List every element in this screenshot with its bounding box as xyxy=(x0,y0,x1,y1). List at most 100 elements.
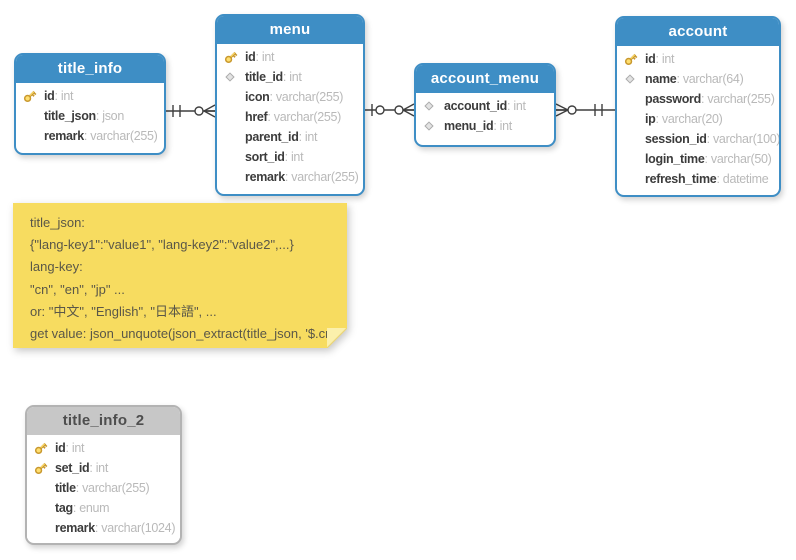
field-row[interactable]: titlevarchar(255) xyxy=(27,478,180,498)
primary-key-icon xyxy=(34,441,55,455)
field-name: ip xyxy=(645,112,656,126)
table-menu[interactable]: menu idint title_idint iconvarchar(255) … xyxy=(215,14,365,196)
field-name: id xyxy=(645,52,656,66)
field-type: enum xyxy=(73,501,109,515)
table-body: idint set_idint titlevarchar(255) tagenu… xyxy=(27,435,180,538)
primary-key-icon xyxy=(624,52,645,66)
field-type: varchar(20) xyxy=(656,112,723,126)
field-type: int xyxy=(66,441,85,455)
field-row[interactable]: refresh_timedatetime xyxy=(617,169,779,189)
field-row[interactable]: session_idvarchar(100) xyxy=(617,129,779,149)
field-name: id xyxy=(44,89,55,103)
field-type: varchar(255) xyxy=(285,170,359,184)
note-line: or: "中文", "English", "日本語", ... xyxy=(30,303,217,319)
field-row[interactable]: tagenum xyxy=(27,498,180,518)
field-row[interactable]: login_timevarchar(50) xyxy=(617,149,779,169)
field-name: tag xyxy=(55,501,73,515)
field-name: remark xyxy=(44,129,84,143)
connector-menu-account_menu[interactable] xyxy=(365,103,415,117)
note-line: get value: json_unquote(json_extract(tit… xyxy=(30,326,340,342)
sticky-note-body: title_json: {"lang-key1":"value1", "lang… xyxy=(13,203,347,348)
field-row[interactable]: title_jsonjson xyxy=(16,106,164,126)
field-type: int xyxy=(285,150,304,164)
field-row[interactable]: remarkvarchar(255) xyxy=(16,126,164,146)
field-type: int xyxy=(283,70,302,84)
connector-account_menu-account[interactable] xyxy=(555,103,615,117)
table-title[interactable]: account_menu xyxy=(416,65,554,93)
field-row[interactable]: idint xyxy=(217,47,363,67)
field-type: varchar(50) xyxy=(705,152,772,166)
field-row[interactable]: set_idint xyxy=(27,458,180,478)
field-name: sort_id xyxy=(245,150,285,164)
foreign-key-icon xyxy=(423,120,444,132)
field-row[interactable]: remarkvarchar(1024) xyxy=(27,518,180,538)
note-fold-corner-icon xyxy=(327,328,347,348)
field-type: datetime xyxy=(716,172,769,186)
note-line: {"lang-key1":"value1", "lang-key2":"valu… xyxy=(30,237,294,253)
foreign-key-icon xyxy=(423,100,444,112)
field-row[interactable]: namevarchar(64) xyxy=(617,69,779,89)
field-name: set_id xyxy=(55,461,90,475)
field-type: int xyxy=(507,99,526,113)
field-name: id xyxy=(245,50,256,64)
field-name: login_time xyxy=(645,152,705,166)
field-name: title xyxy=(55,481,76,495)
field-row[interactable]: passwordvarchar(255) xyxy=(617,89,779,109)
field-row[interactable]: idint xyxy=(16,86,164,106)
field-name: title_json xyxy=(44,109,96,123)
table-account[interactable]: account idint namevarchar(64) passwordva… xyxy=(615,16,781,197)
table-title[interactable]: title_info xyxy=(16,55,164,83)
field-row[interactable]: title_idint xyxy=(217,67,363,87)
field-name: refresh_time xyxy=(645,172,717,186)
table-body: idint title_idint iconvarchar(255) hrefv… xyxy=(217,44,363,187)
sticky-note[interactable]: title_json: {"lang-key1":"value1", "lang… xyxy=(13,203,347,348)
field-name: remark xyxy=(245,170,285,184)
field-name: remark xyxy=(55,521,95,535)
field-name: href xyxy=(245,110,268,124)
field-name: id xyxy=(55,441,66,455)
field-type: int xyxy=(55,89,74,103)
field-row[interactable]: parent_idint xyxy=(217,127,363,147)
field-name: icon xyxy=(245,90,270,104)
field-row[interactable]: remarkvarchar(255) xyxy=(217,167,363,187)
table-body: idint title_jsonjson remarkvarchar(255) xyxy=(16,83,164,146)
field-name: name xyxy=(645,72,677,86)
field-name: parent_id xyxy=(245,130,299,144)
field-type: varchar(255) xyxy=(267,110,342,124)
field-row[interactable]: idint xyxy=(617,49,779,69)
table-title[interactable]: account xyxy=(617,18,779,46)
field-row[interactable]: iconvarchar(255) xyxy=(217,87,363,107)
field-type: int xyxy=(89,461,109,475)
note-line: title_json: xyxy=(30,215,85,230)
field-type: varchar(255) xyxy=(701,92,775,106)
table-title_info_2[interactable]: title_info_2 idint set_idint titlevarcha… xyxy=(25,405,182,545)
field-row[interactable]: menu_idint xyxy=(416,116,554,136)
field-row[interactable]: ipvarchar(20) xyxy=(617,109,779,129)
field-type: varchar(255) xyxy=(270,90,344,104)
field-type: int xyxy=(493,119,513,133)
field-type: varchar(64) xyxy=(676,72,744,86)
table-title[interactable]: menu xyxy=(217,16,363,44)
field-name: session_id xyxy=(645,132,707,146)
field-row[interactable]: hrefvarchar(255) xyxy=(217,107,363,127)
field-type: varchar(255) xyxy=(76,481,150,495)
table-title[interactable]: title_info_2 xyxy=(27,407,180,435)
table-account_menu[interactable]: account_menu account_idint menu_idint xyxy=(414,63,556,147)
field-type: int xyxy=(656,52,675,66)
field-type: varchar(1024) xyxy=(95,521,175,535)
field-row[interactable]: account_idint xyxy=(416,96,554,116)
table-body: account_idint menu_idint xyxy=(416,93,554,136)
field-row[interactable]: sort_idint xyxy=(217,147,363,167)
table-title_info[interactable]: title_info idint title_jsonjson remarkva… xyxy=(14,53,166,155)
table-body: idint namevarchar(64) passwordvarchar(25… xyxy=(617,46,779,189)
primary-key-icon xyxy=(23,89,44,103)
connector-title_info-menu[interactable] xyxy=(166,104,216,118)
field-name: account_id xyxy=(444,99,507,113)
note-line: lang-key: xyxy=(30,259,83,275)
foreign-key-icon xyxy=(224,71,245,83)
field-name: menu_id xyxy=(444,119,494,133)
field-name: title_id xyxy=(245,70,283,84)
field-type: int xyxy=(299,130,318,144)
field-row[interactable]: idint xyxy=(27,438,180,458)
